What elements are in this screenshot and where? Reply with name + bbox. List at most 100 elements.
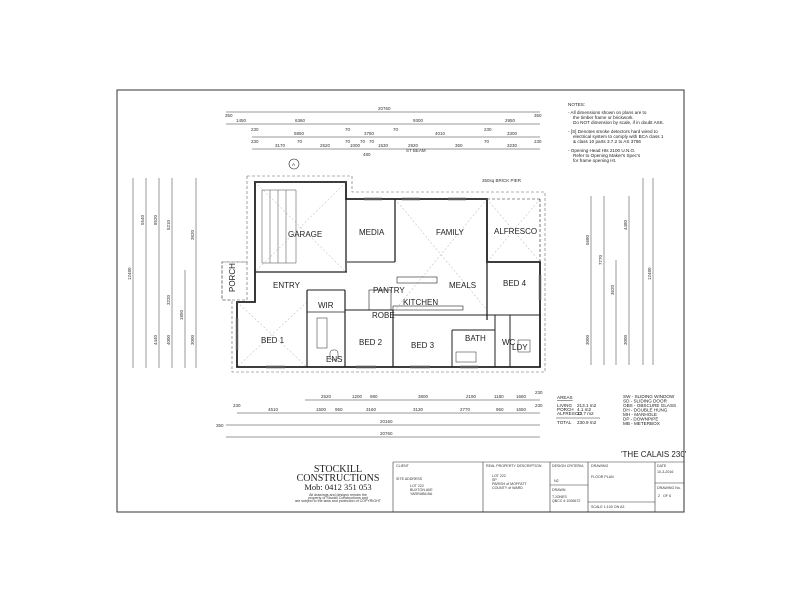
top-dim-row2: 230 5850 70 3780 70 4010 230 3300 — [251, 127, 518, 136]
dim-label: 5680 — [585, 234, 590, 245]
note-line: - [S] Denotes smoke detectors hard wired… — [568, 129, 658, 134]
dim-label: 3800 — [418, 394, 429, 399]
property-label: REAL PROPERTY DESCRIPTION — [486, 464, 542, 468]
drawn-line: QBCC # 1005672 — [552, 499, 580, 503]
property-line: PARISH of MOFFATT — [492, 482, 527, 486]
note-line: for frame opening Ht. — [573, 158, 616, 163]
dim-label: 4010 — [435, 131, 446, 136]
room-entry: ENTRY — [273, 281, 301, 290]
plan-name: 'THE CALAIS 230' — [621, 450, 687, 459]
dim-label: 1650 — [516, 407, 527, 412]
date-label: DATE — [657, 464, 667, 468]
note-line: - Opening Head Hts 2100 U.N.O. — [568, 148, 635, 153]
room-garage: GARAGE — [288, 230, 322, 239]
room-ldy: LDY — [512, 343, 528, 352]
dim-label: 980 — [370, 394, 378, 399]
left-dim-labels: 12480 5540 8520 4440 5210 3220 4000 1850… — [127, 214, 195, 345]
sheet-border — [116, 89, 685, 513]
dim-label: 1200 — [352, 394, 363, 399]
dim-label: 3620 — [190, 229, 195, 240]
note-line: Refer to Opening Maker's Spec's — [573, 153, 641, 158]
property-line: SP — [492, 478, 497, 482]
room-ens: ENS — [326, 355, 342, 364]
dim-label: 5210 — [166, 219, 171, 230]
brick-pier-label: 350sq BRICK PIER — [482, 178, 522, 183]
dim-label: 230 — [534, 139, 542, 144]
top-dim-row1: 350 1450 6360 9300 2950 350 — [225, 113, 542, 123]
dim-label: 1000 — [350, 143, 361, 148]
area-total-value: 230.9 m2 — [577, 420, 597, 425]
design-criteria-value: N2 — [554, 479, 559, 483]
notes-block: NOTES: - All dimensions shown on plans a… — [568, 102, 664, 163]
copyright-line: All drawings and designs remain the — [309, 493, 367, 497]
dim-label: 2920 — [408, 143, 419, 148]
room-family: FAMILY — [436, 228, 465, 237]
top-dim-row3: 230 3170 70 2520 70 1000 70 70 1530 2920… — [251, 139, 542, 157]
dim-label: 230 — [251, 127, 259, 132]
dim-label: 230 — [535, 403, 543, 408]
property-line: COUNTY of WARD — [492, 486, 523, 490]
dim-label: 9300 — [413, 118, 424, 123]
room-porch: PORCH — [228, 263, 237, 292]
area-value: 213.1 m2 — [577, 403, 597, 408]
room-pantry: PANTRY — [373, 286, 405, 295]
area-value: 12.7 m2 — [577, 411, 594, 416]
drawing-no-label: DRAWING No. — [657, 486, 681, 490]
note-line: electrical system to comply with BCA cla… — [573, 134, 664, 139]
title-block — [392, 461, 684, 512]
dim-label: 3170 — [275, 143, 286, 148]
right-dimensions — [590, 178, 654, 365]
legend-item: MB - METERBOX — [623, 421, 660, 426]
dim-label: 5850 — [294, 131, 305, 136]
builder-name-line1: STOCKILL — [314, 464, 362, 475]
dim-label: 480 — [363, 152, 371, 157]
area-total-label: TOTAL — [557, 420, 572, 425]
legend-item: SW - SLIDING WINDOW — [623, 394, 675, 399]
dim-label: 3000 — [623, 334, 628, 345]
dim-label: 70 — [297, 139, 303, 144]
drawing-no: 2 — [658, 494, 660, 498]
note-line: & class 10 parts 3.7.2 to AS 3786 — [573, 139, 641, 144]
dim-label: 7770 — [598, 254, 603, 265]
dim-label: 230 — [535, 390, 543, 395]
room-alfresco: ALFRESCO — [494, 227, 537, 236]
note-line: - All dimensions shown on plans are to — [568, 110, 647, 115]
legend-item: SD - SLIDING DOOR — [623, 399, 668, 404]
dim-label: 4480 — [623, 219, 628, 230]
note-line: the timber frame or brickwork. — [573, 115, 634, 120]
dim-label: 3220 — [166, 294, 171, 305]
dim-label: 1660 — [516, 394, 527, 399]
legend-item: MH - MANHOLE — [623, 412, 657, 417]
dim-label: 950 — [335, 407, 343, 412]
client-label: CLIENT — [396, 464, 410, 468]
legend-item: OBS - OBSCURE GLASS — [623, 403, 676, 408]
room-bed4: BED 4 — [503, 279, 527, 288]
scale: SCALE 1:100 ON A3 — [591, 505, 624, 509]
dim-label: 1500 — [316, 407, 327, 412]
note-line: Do NOT dimension by scale, if in doubt A… — [573, 120, 664, 125]
dim-label: 70 — [484, 139, 490, 144]
dim-label: 3160 — [366, 407, 377, 412]
room-meals: MEALS — [449, 281, 476, 290]
dim-label: 2770 — [460, 407, 471, 412]
dim-label: 6360 — [295, 118, 306, 123]
dim-label: 3230 — [507, 143, 518, 148]
site-address-line: BUXTON AVE — [410, 488, 433, 492]
dim-label: 4000 — [166, 334, 171, 345]
area-label: ALFRESCO — [557, 411, 582, 416]
builder-phone: Mob: 0412 351 053 — [304, 482, 371, 492]
bottom-dim-row2: 230 4510 1500 950 3160 3130 2770 950 165… — [233, 403, 543, 412]
dim-label: 3780 — [364, 131, 375, 136]
areas-heading: AREAS — [557, 395, 573, 400]
area-value: 4.1 m2 — [577, 407, 591, 412]
dim-label: 70 — [393, 127, 399, 132]
drawn-label: DRAWN — [552, 488, 566, 492]
design-criteria-label: DESIGN CRITERIA — [552, 464, 584, 468]
room-labels: GARAGE MEDIA FAMILY ALFRESCO ENTRY PORCH… — [228, 227, 537, 364]
site-address-line: LOT 222 — [410, 484, 424, 488]
dim-bottom-inner: 20160 — [380, 419, 393, 424]
dim-label: 350 — [225, 113, 233, 118]
room-robe: ROBE — [372, 311, 395, 320]
dim-label: 2520 — [321, 394, 332, 399]
drawing-title: FLOOR PLAN — [591, 475, 614, 479]
